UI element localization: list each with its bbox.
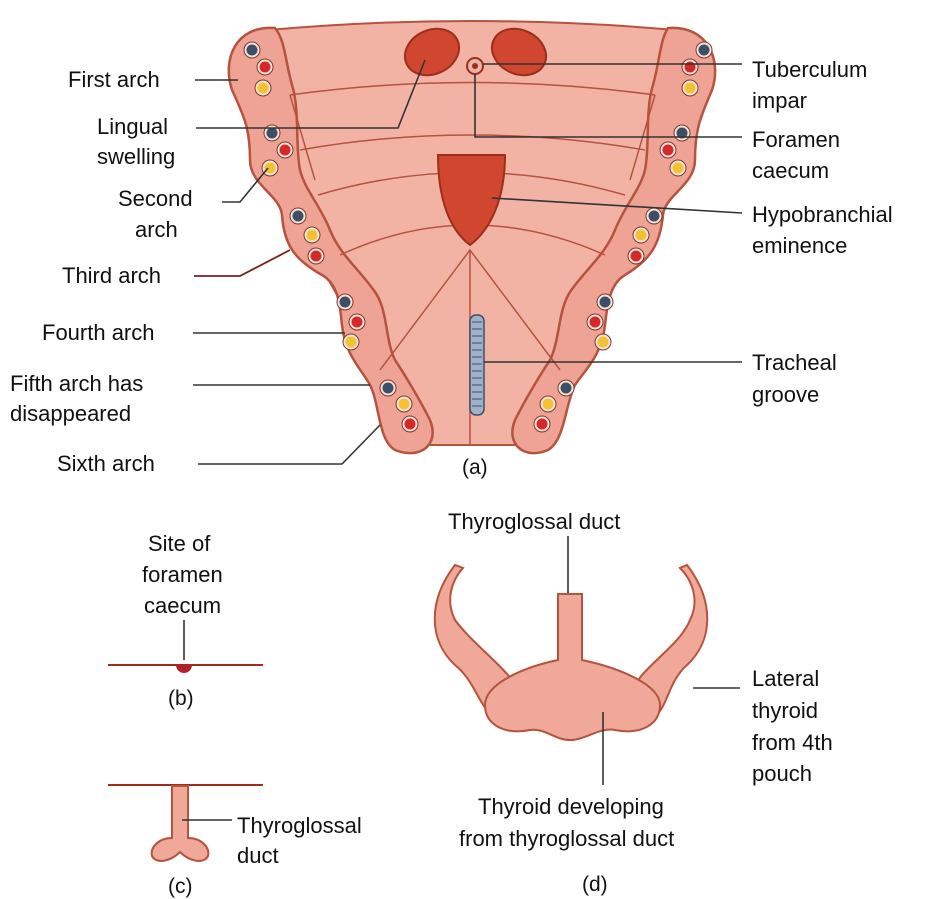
thyroid-body xyxy=(485,594,660,740)
cartilage-dot xyxy=(307,230,318,241)
cartilage-dot xyxy=(673,163,684,174)
panel-d: Thyroglossal duct Lateral thyroid from 4… xyxy=(435,509,833,896)
label-third-arch: Third arch xyxy=(62,263,161,288)
artery-dot xyxy=(293,211,304,222)
artery-dot xyxy=(383,383,394,394)
label-hypobranchial-eminence-line1: Hypobranchial xyxy=(752,202,893,227)
cartilage-dot xyxy=(258,83,269,94)
leader-sixth-arch xyxy=(198,425,380,464)
label-fifth-arch-line2: disappeared xyxy=(10,401,131,426)
label-tracheal-groove-line2: groove xyxy=(752,382,819,407)
artery-dot xyxy=(600,297,611,308)
nerve-dot xyxy=(631,251,642,262)
cartilage-dot xyxy=(543,399,554,410)
label-hypobranchial-eminence-line2: eminence xyxy=(752,233,847,258)
label-lateral-thyroid-line2: thyroid xyxy=(752,698,818,723)
label-thyroglossal-duct-c-line2: duct xyxy=(237,843,279,868)
label-lateral-thyroid-line3: from 4th xyxy=(752,730,833,755)
cartilage-dot xyxy=(399,399,410,410)
artery-dot xyxy=(649,211,660,222)
label-first-arch: First arch xyxy=(68,67,160,92)
label-thyroid-developing-line1: Thyroid developing xyxy=(478,794,664,819)
cartilage-dot xyxy=(685,83,696,94)
label-second-arch-line2: arch xyxy=(135,217,178,242)
foramen-caecum xyxy=(472,63,478,69)
cartilage-dot xyxy=(636,230,647,241)
artery-dot xyxy=(247,45,258,56)
nerve-dot xyxy=(280,145,291,156)
nerve-dot xyxy=(352,317,363,328)
label-thyroid-developing-line2: from thyroglossal duct xyxy=(459,826,674,851)
nerve-dot xyxy=(663,145,674,156)
leader-third-arch xyxy=(194,250,290,276)
cartilage-dot xyxy=(598,337,609,348)
label-fourth-arch: Fourth arch xyxy=(42,320,155,345)
label-foramen-caecum-line1: Foramen xyxy=(752,127,840,152)
panel-c: Thyroglossal duct (c) xyxy=(108,785,362,898)
caption-a: (a) xyxy=(462,456,488,479)
nerve-dot xyxy=(311,251,322,262)
nerve-dot xyxy=(260,62,271,73)
nerve-dot xyxy=(537,419,548,430)
caption-d: (d) xyxy=(582,873,608,896)
label-thyroglossal-duct-c-line1: Thyroglossal xyxy=(237,813,362,838)
label-fifth-arch-line1: Fifth arch has xyxy=(10,371,143,396)
artery-dot xyxy=(561,383,572,394)
nerve-dot xyxy=(590,317,601,328)
foramen-caecum-pit xyxy=(176,665,192,673)
artery-dot xyxy=(699,45,710,56)
label-tuberculum-impar-line1: Tuberculum xyxy=(752,57,867,82)
nerve-dot xyxy=(685,62,696,73)
artery-dot xyxy=(340,297,351,308)
label-site-line1: Site of xyxy=(148,531,211,556)
label-lateral-thyroid-line4: pouch xyxy=(752,761,812,786)
thyroglossal-duct-c xyxy=(152,786,209,861)
artery-dot xyxy=(267,128,278,139)
label-thyroglossal-duct-d: Thyroglossal duct xyxy=(448,509,620,534)
panel-b: Site of foramen caecum (b) xyxy=(108,531,263,710)
label-tracheal-groove-line1: Tracheal xyxy=(752,350,837,375)
caption-c: (c) xyxy=(168,875,193,898)
label-site-line2: foramen xyxy=(142,562,223,587)
cartilage-dot xyxy=(265,163,276,174)
nerve-dot xyxy=(405,419,416,430)
caption-b: (b) xyxy=(168,687,194,710)
label-tuberculum-impar-line2: impar xyxy=(752,88,807,113)
tracheal-groove xyxy=(470,315,484,415)
label-second-arch-line1: Second xyxy=(118,186,193,211)
label-lateral-thyroid-line1: Lateral xyxy=(752,666,819,691)
label-lingual-swelling-line1: Lingual xyxy=(97,114,168,139)
label-site-line3: caecum xyxy=(144,593,221,618)
label-lingual-swelling-line2: swelling xyxy=(97,144,175,169)
label-sixth-arch: Sixth arch xyxy=(57,451,155,476)
label-foramen-caecum-line2: caecum xyxy=(752,158,829,183)
cartilage-dot xyxy=(346,337,357,348)
panel-a: First arch Lingual swelling Second arch … xyxy=(10,20,893,479)
